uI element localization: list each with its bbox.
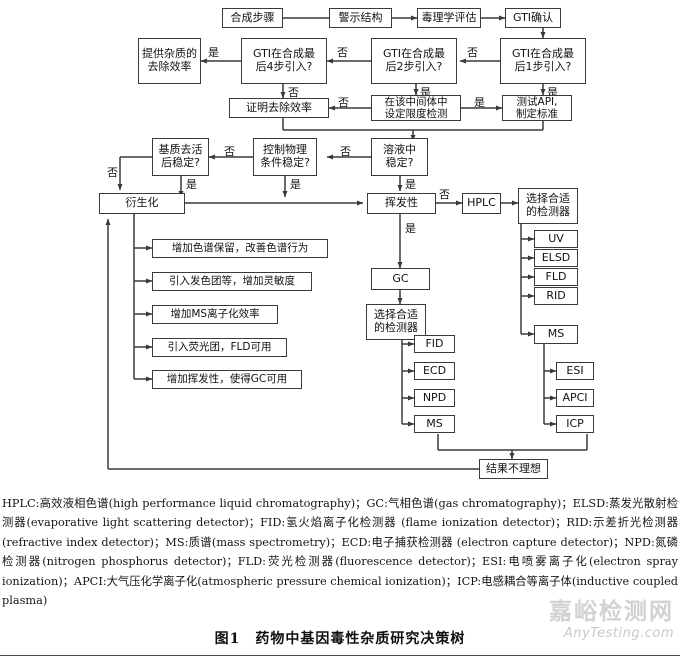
node-deriv-suggestion-1[interactable]: 增加色谱保留，改善色谱行为 <box>152 239 328 258</box>
legend-abbreviations: HPLC:高效液相色谱(high performance liquid chro… <box>2 497 678 608</box>
node-gti-last2-steps[interactable]: GTI在合成最 后2步引入? <box>371 38 457 84</box>
edge-label-gti4-no: 否 <box>288 86 299 99</box>
node-set-limit-intermediate[interactable]: 在该中间体中 设定限度检测 <box>371 95 461 121</box>
edge-label-solution-yes: 是 <box>405 178 416 191</box>
flow-connectors <box>105 15 588 470</box>
node-ion-source-icp[interactable]: ICP <box>556 415 594 433</box>
node-deriv-suggestion-4[interactable]: 引入荧光团，FLD可用 <box>152 338 287 357</box>
figure-title: 图1 药物中基因毒性杂质研究决策树 <box>214 631 466 647</box>
edge-label-gti2-yes: 是 <box>420 86 431 99</box>
flowchart-canvas: 合成步骤 警示结构 毒理学评估 GTI确认 提供杂质的 去除效率 GTI在合成最… <box>99 8 594 479</box>
node-gc[interactable]: GC <box>371 268 430 290</box>
edge-label-phys-yes: 是 <box>290 178 301 191</box>
node-tox-assessment[interactable]: 毒理学评估 <box>417 8 481 28</box>
node-detector-ms-hplc[interactable]: MS <box>534 325 578 344</box>
node-ion-source-apci[interactable]: APCI <box>556 389 594 407</box>
node-gti-confirm[interactable]: GTI确认 <box>505 8 561 28</box>
node-test-api[interactable]: 测试API, 制定标准 <box>502 95 572 121</box>
edge-label-gti1-yes: 是 <box>547 86 558 99</box>
node-detector-ecd[interactable]: ECD <box>414 362 455 380</box>
edge-label-gti2-no: 否 <box>337 46 348 59</box>
node-provide-removal-efficiency[interactable]: 提供杂质的 去除效率 <box>138 38 201 84</box>
node-derivatization[interactable]: 衍生化 <box>99 193 185 214</box>
edge-label-volatile-no: 否 <box>439 188 450 201</box>
node-gti-last4-steps[interactable]: GTI在合成最 后4步引入? <box>241 38 327 84</box>
node-detector-elsd[interactable]: ELSD <box>534 249 578 267</box>
node-stable-after-matrix-deactivation[interactable]: 基质去活 后稳定? <box>152 138 209 176</box>
edge-label-limit-no: 否 <box>338 96 349 109</box>
node-detector-fid[interactable]: FID <box>414 335 455 353</box>
node-choose-detector-gc[interactable]: 选择合适 的检测器 <box>366 304 426 340</box>
node-detector-ms-gc[interactable]: MS <box>414 415 455 433</box>
edge-label-matrix-no: 否 <box>107 166 118 179</box>
node-detector-rid[interactable]: RID <box>534 287 578 305</box>
node-hplc[interactable]: HPLC <box>462 193 501 214</box>
edge-label-gti1-no: 否 <box>467 46 478 59</box>
edge-label-phys-no: 否 <box>224 145 235 158</box>
edge-label-volatile-yes: 是 <box>405 222 416 235</box>
edge-label-limit-yes: 是 <box>474 96 485 109</box>
node-detector-npd[interactable]: NPD <box>414 389 455 407</box>
node-deriv-suggestion-2[interactable]: 引入发色团等，增加灵敏度 <box>152 272 312 291</box>
node-choose-detector-hplc[interactable]: 选择合适 的检测器 <box>518 188 578 224</box>
node-alert-structure[interactable]: 警示结构 <box>329 8 392 28</box>
edge-label-gti4-yes: 是 <box>208 46 219 59</box>
node-stable-physical-conditions[interactable]: 控制物理 条件稳定? <box>253 138 317 176</box>
node-volatility[interactable]: 挥发性 <box>367 193 436 214</box>
node-synthesis-steps[interactable]: 合成步骤 <box>222 8 283 28</box>
bottom-divider <box>0 655 680 656</box>
node-deriv-suggestion-3[interactable]: 增加MS离子化效率 <box>152 305 278 324</box>
node-detector-uv[interactable]: UV <box>534 230 578 248</box>
node-result-unsatisfactory[interactable]: 结果不理想 <box>479 459 548 479</box>
edge-label-matrix-yes: 是 <box>186 178 197 191</box>
node-prove-removal-efficiency[interactable]: 证明去除效率 <box>229 98 329 118</box>
node-gti-last1-step[interactable]: GTI在合成最 后1步引入? <box>500 38 586 84</box>
node-stable-in-solution[interactable]: 溶液中 稳定? <box>371 138 428 176</box>
node-deriv-suggestion-5[interactable]: 增加挥发性，使得GC可用 <box>152 370 302 389</box>
node-detector-fld[interactable]: FLD <box>534 268 578 286</box>
node-ion-source-esi[interactable]: ESI <box>556 362 594 380</box>
edge-label-solution-no: 否 <box>340 145 351 158</box>
